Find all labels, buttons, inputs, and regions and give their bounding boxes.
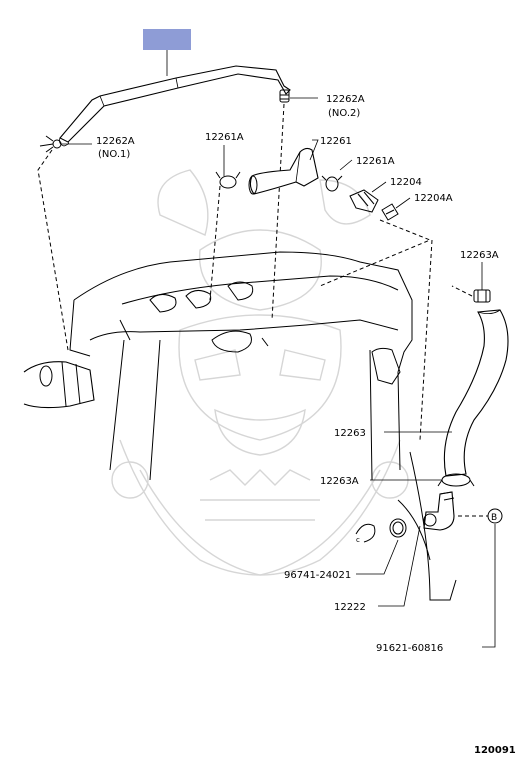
label-12262A-no2: 12262A [326, 94, 365, 105]
pcv-hose-top [59, 65, 291, 147]
label-12263: 12263 [334, 428, 366, 439]
label-12204: 12204 [390, 177, 422, 188]
highlight-box [143, 29, 191, 50]
clamp-12261A-left-icon [215, 171, 241, 189]
clamp-no1-icon [39, 135, 62, 153]
label-12261A-left: 12261A [205, 132, 244, 143]
diagram-id: 120091 [474, 745, 516, 756]
elbow-12222 [423, 491, 455, 531]
watermark-emblem [111, 169, 409, 576]
label-91621-60816: 91621-60816 [376, 643, 443, 654]
engine-block [69, 251, 413, 481]
ref-mark-c: c [356, 536, 360, 544]
label-12262A-no2-sub: (NO.2) [328, 108, 360, 119]
label-12262A-no1-sub: (NO.1) [98, 149, 130, 160]
label-12261A-right: 12261A [356, 156, 395, 167]
label-12262A-no1: 12262A [96, 136, 135, 147]
clamp-no2-icon [279, 89, 290, 103]
hose-12263 [443, 309, 509, 477]
clamp-12263A-top-icon [473, 289, 491, 303]
ref-b-label: B [491, 513, 497, 523]
hose-12261 [248, 147, 319, 195]
reference-b-marker: B [487, 508, 503, 524]
label-96741-24021: 96741-24021 [284, 570, 351, 581]
label-12263A-mid: 12263A [320, 476, 359, 487]
label-12261: 12261 [320, 136, 352, 147]
gasket-96741: c [355, 518, 407, 544]
clamp-12261A-right-icon [321, 175, 343, 192]
label-12263A-top: 12263A [460, 250, 499, 261]
clamp-12263A-mid-icon [437, 473, 475, 487]
grommet-12204A [381, 203, 399, 221]
label-12222: 12222 [334, 602, 366, 613]
intake-pipe-left [23, 361, 95, 409]
pcv-valve-12204 [349, 189, 379, 213]
label-12204A: 12204A [414, 193, 453, 204]
